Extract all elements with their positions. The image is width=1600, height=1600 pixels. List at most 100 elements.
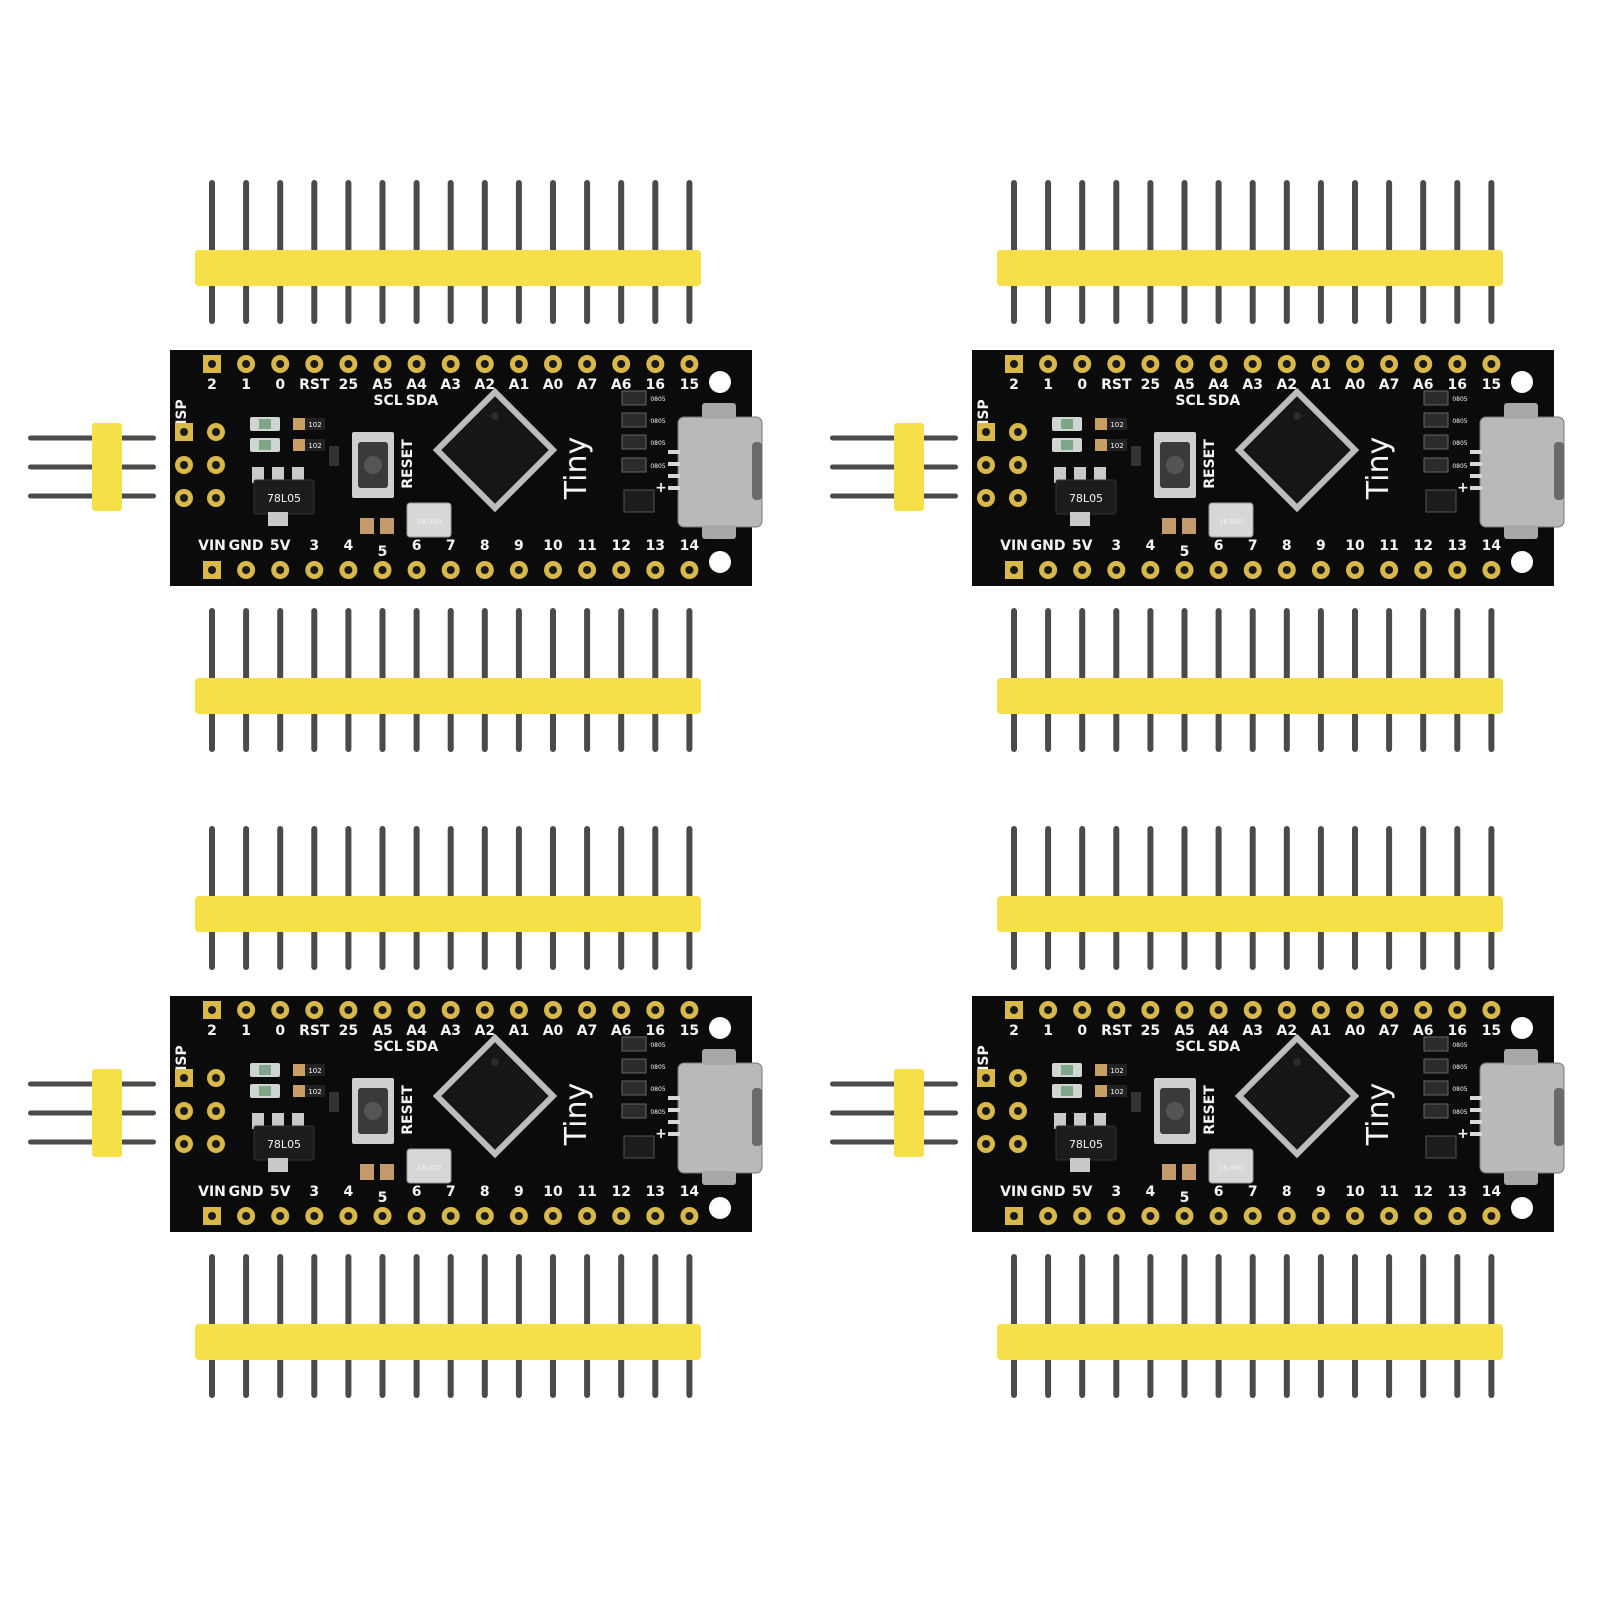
- led-lens: [259, 440, 271, 450]
- pin-hole: [1014, 461, 1022, 469]
- top-pin-label: 25: [339, 377, 358, 393]
- pin-hole: [514, 566, 523, 574]
- pin-hole: [685, 360, 694, 368]
- isp-header-plastic: [92, 1069, 122, 1157]
- top-pin-label: A1: [1311, 377, 1332, 393]
- usb-lead: [668, 1096, 680, 1100]
- pin-hole: [1078, 1006, 1087, 1014]
- pin-hole: [982, 461, 990, 469]
- pin-hole: [651, 1212, 660, 1220]
- chip-dot: [1293, 1058, 1301, 1067]
- board-name-label: Tiny: [559, 1083, 594, 1147]
- top-pin-label: A2: [1277, 1023, 1298, 1039]
- reset-button-icon: [1154, 1078, 1196, 1144]
- bottom-pin-label: 13: [1448, 1184, 1467, 1200]
- capacitor: [1182, 518, 1196, 534]
- pin-hole: [1146, 1212, 1155, 1220]
- micro-usb-port-icon: [668, 1049, 763, 1185]
- bottom-pin-label: 13: [1448, 538, 1467, 554]
- smd-resistor: [1131, 446, 1141, 466]
- isp-pin-header: [830, 1069, 958, 1157]
- reset-button-cap: [1166, 1102, 1184, 1120]
- bottom-pin-label: VIN: [198, 1184, 226, 1200]
- pin-hole: [310, 1006, 319, 1014]
- bottom-pin-label: 11: [1379, 1184, 1398, 1200]
- bottom-pin-label: 10: [1345, 1184, 1365, 1200]
- bottom-pin-label: 11: [577, 1184, 596, 1200]
- top-pin-label: 0: [1077, 1023, 1087, 1039]
- resistor-pad: [293, 1064, 305, 1076]
- pin-hole: [1146, 360, 1155, 368]
- regulator-marking: 78L05: [267, 492, 301, 505]
- usb-shell: [677, 1062, 763, 1174]
- header-plastic-strip: [195, 1324, 701, 1360]
- resistor: [1107, 1085, 1127, 1097]
- reset-button-icon: [352, 432, 394, 498]
- smd-resistor: [329, 1092, 339, 1112]
- resistor: [1107, 1064, 1127, 1076]
- top-pin-label: A6: [611, 1023, 632, 1039]
- pin-hole: [982, 494, 990, 502]
- top-pin-label: 15: [680, 377, 699, 393]
- reset-button-icon: [1154, 432, 1196, 498]
- bottom-pin-label: 10: [1345, 538, 1365, 554]
- pin-hole: [276, 360, 285, 368]
- scl-label: SCL: [373, 1039, 402, 1055]
- bottom-pin-label: 14: [680, 538, 700, 554]
- bottom-pin-label: 5: [378, 544, 388, 560]
- smd-component: [621, 1103, 647, 1119]
- pin-hole: [1180, 1006, 1189, 1014]
- board-name-label: Tiny: [1361, 1083, 1396, 1147]
- smd-component: [1423, 434, 1449, 450]
- top-pin-label: A7: [577, 1023, 598, 1039]
- top-pin-label: 1: [1043, 1023, 1053, 1039]
- regulator-marking: 78L05: [1069, 1138, 1103, 1151]
- top-pin-label: RST: [299, 1023, 330, 1039]
- pin-hole: [480, 566, 489, 574]
- usb-lead: [1470, 1132, 1482, 1136]
- diode: [1425, 1135, 1457, 1159]
- bottom-pin-label: 11: [1379, 538, 1398, 554]
- chip-dot: [1293, 412, 1301, 421]
- usb-tab: [702, 403, 736, 419]
- pin-hole: [242, 1006, 251, 1014]
- pin-hole: [1487, 1212, 1496, 1220]
- bottom-pin-label: 8: [480, 1184, 490, 1200]
- crystal-marking: 16.000: [417, 518, 442, 526]
- bottom-pin-label: 7: [1248, 1184, 1258, 1200]
- pin-hole: [514, 1006, 523, 1014]
- pin-hole: [1112, 1006, 1121, 1014]
- sda-label: SDA: [406, 1039, 439, 1055]
- isp-header-plastic: [894, 1069, 924, 1157]
- pin-hole: [1282, 1006, 1291, 1014]
- pin-hole: [1214, 566, 1223, 574]
- pin-hole: [208, 566, 216, 574]
- pin-hole: [583, 1212, 592, 1220]
- pin-hole: [412, 1212, 421, 1220]
- pin-hole: [1078, 360, 1087, 368]
- pin-hole: [1044, 360, 1053, 368]
- bottom-pin-label: 6: [412, 538, 422, 554]
- resistor-pad: [293, 418, 305, 430]
- pin-hole: [212, 1107, 220, 1115]
- crystal-marking: 16.000: [417, 1164, 442, 1172]
- bottom-pin-label: 3: [309, 1184, 319, 1200]
- pin-hole: [212, 428, 220, 436]
- smd-marking: 0805: [650, 418, 665, 425]
- capacitor: [380, 1164, 394, 1180]
- bottom-pin-label: 5: [1180, 1190, 1190, 1206]
- bottom-pin-label: 6: [1214, 538, 1224, 554]
- bottom-pin-label: VIN: [198, 538, 226, 554]
- resistor-marking: 102: [1110, 442, 1123, 450]
- pin-hole: [1248, 566, 1257, 574]
- resistor-pad: [1095, 439, 1107, 451]
- top-pin-label: A4: [406, 1023, 427, 1039]
- top-pin-label: 0: [1077, 377, 1087, 393]
- top-pin-label: A6: [1413, 377, 1434, 393]
- bottom-pin-label: 9: [514, 1184, 524, 1200]
- plus-label: +: [655, 480, 667, 496]
- usb-tab: [1504, 403, 1538, 419]
- usb-opening: [1554, 1088, 1564, 1146]
- regulator-tab: [268, 512, 288, 526]
